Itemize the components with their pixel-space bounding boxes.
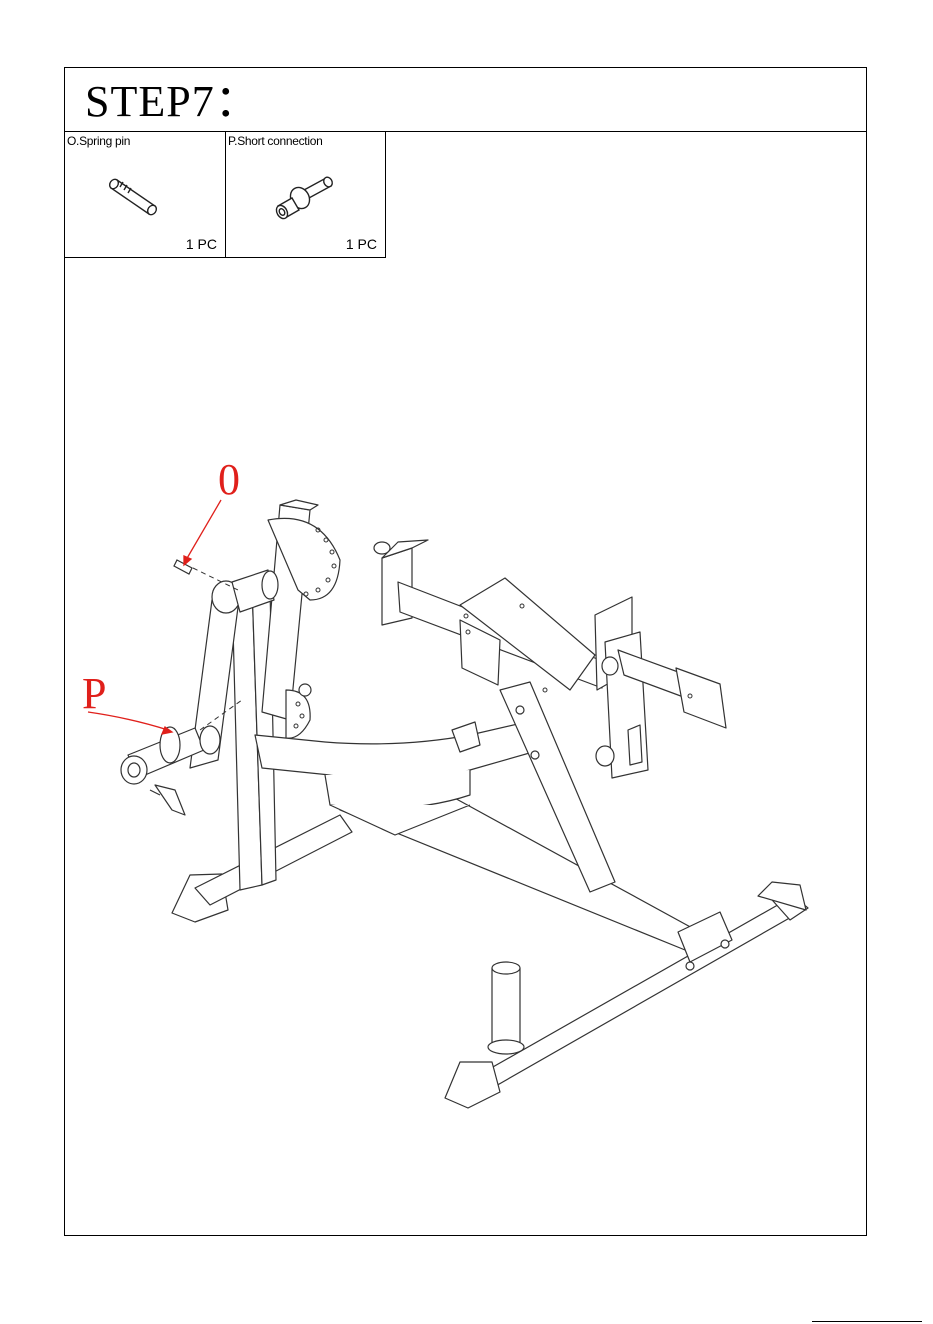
bolt [531, 751, 539, 759]
knob [374, 542, 390, 554]
knob [596, 746, 614, 766]
post-base [488, 1040, 524, 1054]
bolt [721, 940, 729, 948]
callout-leader-o [186, 500, 221, 560]
weight-storage-post [492, 968, 520, 1045]
callout-arrow-o [184, 556, 191, 565]
arm-sleeve [200, 726, 220, 754]
pivot-end [262, 571, 278, 599]
callout-label-p: P [82, 669, 106, 718]
pin-clip [155, 785, 185, 815]
bolt [686, 962, 694, 970]
right-arm-end [676, 668, 726, 728]
post-top [492, 962, 520, 974]
disc-hub [299, 684, 311, 696]
short-connection-bore [128, 763, 140, 777]
bracket [628, 725, 642, 765]
rear-left-foot-cap [445, 1062, 500, 1108]
spring-pin [174, 560, 192, 574]
lower-disc [286, 690, 310, 738]
footer-rule [812, 1321, 922, 1322]
bolt [516, 706, 524, 714]
callout-label-o: 0 [218, 455, 240, 504]
knob [602, 657, 618, 675]
